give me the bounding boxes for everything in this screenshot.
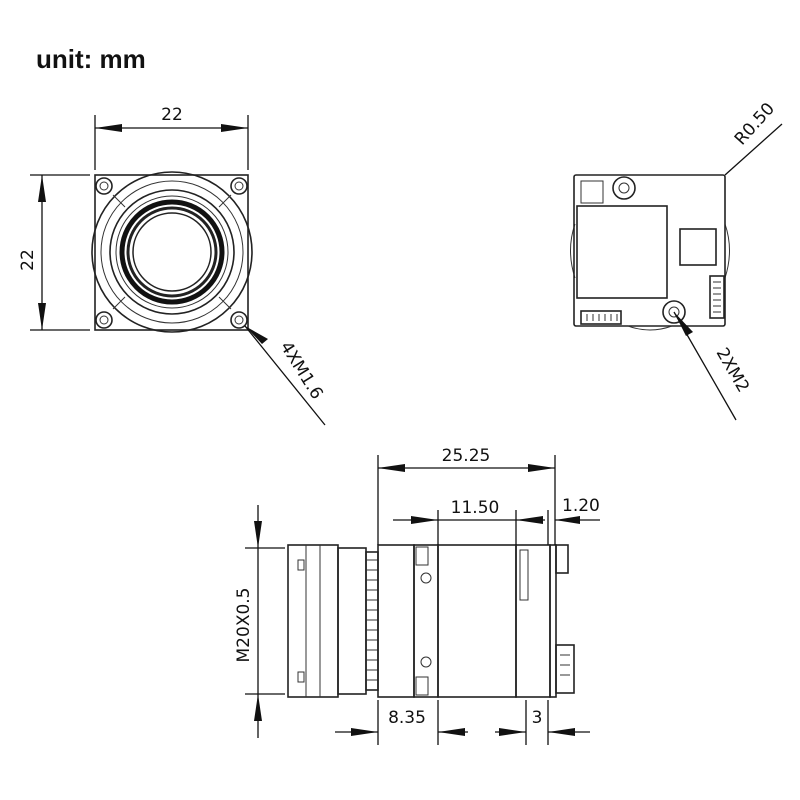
mount-hole-bottom-left	[95, 311, 113, 329]
thread-dimension: M20X0.5	[234, 505, 285, 738]
thread-rings	[365, 551, 379, 691]
mount-hole-label: 4XM1.6	[276, 338, 327, 403]
front-body-outline	[94, 174, 249, 331]
back-connector-bottom	[580, 310, 622, 325]
mount-hole-top-left	[95, 177, 113, 195]
front-height-label: 22	[18, 249, 38, 271]
front-section-dimension: 8.35	[335, 700, 468, 745]
rear-offset-dimension: 1.20	[547, 496, 600, 545]
front-section-label: 8.35	[388, 708, 426, 728]
corner-radius-leader: R0.50	[724, 99, 783, 176]
body-length-dimension: 11.50	[393, 498, 545, 545]
rear-section-label: 3	[532, 708, 543, 728]
back-screw-bottom	[662, 300, 686, 324]
lens-thread-section	[337, 547, 367, 695]
back-connector-right	[709, 275, 725, 319]
mount-hole-bottom-right	[230, 311, 248, 329]
front-view: 22 22 4XM1.6	[18, 105, 327, 426]
rear-offset-label: 1.20	[562, 496, 600, 516]
lens-barrel	[287, 544, 339, 698]
back-view: R0.50 2XM2	[570, 99, 783, 421]
mount-hole-leader: 4XM1.6	[244, 325, 327, 426]
body-front-plate	[413, 544, 439, 698]
unit-label: unit: mm	[36, 44, 146, 74]
back-screw-top	[612, 176, 636, 200]
front-width-label: 22	[161, 105, 183, 125]
body-length-label: 11.50	[451, 498, 500, 518]
pcb-board	[549, 544, 557, 698]
front-height-dimension: 22	[18, 174, 90, 331]
thread-label: M20X0.5	[234, 588, 254, 663]
total-length-dimension: 25.25	[377, 446, 556, 545]
front-width-dimension: 22	[94, 105, 249, 170]
back-chip-small	[679, 228, 717, 266]
side-view: 25.25 11.50 1.20	[234, 446, 600, 745]
rear-connector-bottom	[555, 644, 575, 694]
back-small-square	[580, 180, 604, 204]
lens-mount-block	[377, 544, 415, 698]
back-sensor-chip	[576, 205, 668, 299]
mount-hole-top-right	[230, 177, 248, 195]
total-length-label: 25.25	[442, 446, 491, 466]
rear-connector-top	[555, 544, 569, 574]
body-housing	[437, 544, 517, 698]
back-hole-leader: 2XM2	[673, 311, 753, 421]
corner-radius-label: R0.50	[731, 99, 779, 149]
rear-section-dimension: 3	[495, 700, 590, 745]
body-rear-section	[515, 544, 551, 698]
back-board-outline	[573, 174, 726, 327]
lens-assembly	[91, 171, 253, 333]
